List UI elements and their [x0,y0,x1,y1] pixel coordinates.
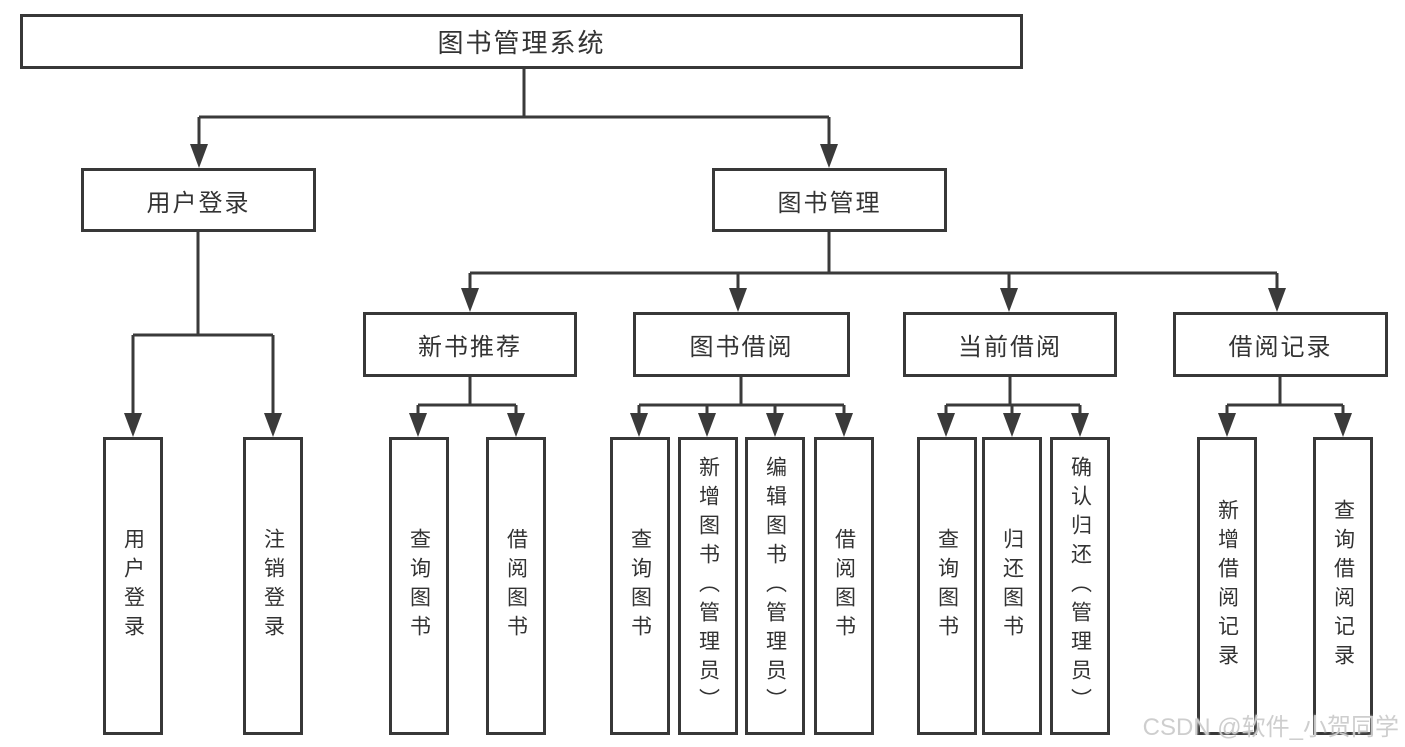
node-new-book-recommendation: 新书推荐 [363,312,577,377]
leaf-edit-books-admin: 编辑图书（管理员） [745,437,805,735]
node-borrowing-records: 借阅记录 [1173,312,1388,377]
node-label: 图书管理系统 [437,28,606,58]
leaf-query-books-2: 查询图书 [610,437,670,735]
leaf-label: 编辑图书（管理员） [763,455,787,717]
leaf-confirm-return-admin: 确认归还（管理员） [1050,437,1110,735]
node-library-management-system: 图书管理系统 [20,14,1023,69]
leaf-logout: 注销登录 [243,437,303,735]
leaf-user-login: 用户登录 [103,437,163,735]
leaf-return-books: 归还图书 [982,437,1042,735]
leaf-query-borrow-record: 查询借阅记录 [1313,437,1373,735]
node-user-login-branch: 用户登录 [81,168,316,232]
leaf-label: 确认归还（管理员） [1068,455,1092,717]
leaf-label: 借阅图书 [504,528,528,644]
leaf-borrow-books-1: 借阅图书 [486,437,546,735]
leaf-query-books-1: 查询图书 [389,437,449,735]
node-label: 用户登录 [146,189,251,217]
node-current-borrowing: 当前借阅 [903,312,1117,377]
connector-lines [131,69,1345,417]
leaf-label: 新增借阅记录 [1215,499,1239,673]
leaf-add-books-admin: 新增图书（管理员） [678,437,738,735]
node-label: 借阅记录 [1228,334,1333,361]
node-book-borrowing: 图书借阅 [633,312,850,377]
csdn-watermark: CSDN @软件_小贺同学 [1142,714,1399,741]
leaf-query-books-3: 查询图书 [917,437,977,735]
leaf-label: 借阅图书 [832,528,856,644]
leaf-label: 归还图书 [1000,528,1024,644]
leaf-label: 新增图书（管理员） [696,455,720,717]
leaf-label: 查询图书 [407,528,431,644]
leaf-label: 查询图书 [935,528,959,644]
arrowheads [124,144,1352,437]
node-label: 图书管理 [777,189,882,217]
leaf-label: 查询借阅记录 [1331,499,1355,673]
leaf-label: 注销登录 [261,528,285,644]
node-label: 图书借阅 [689,334,794,361]
leaf-label: 用户登录 [121,528,145,644]
node-book-management-branch: 图书管理 [712,168,947,232]
leaf-label: 查询图书 [628,528,652,644]
node-label: 新书推荐 [418,334,522,361]
leaf-borrow-books-2: 借阅图书 [814,437,874,735]
leaf-add-borrow-record: 新增借阅记录 [1197,437,1257,735]
node-label: 当前借阅 [958,334,1062,361]
